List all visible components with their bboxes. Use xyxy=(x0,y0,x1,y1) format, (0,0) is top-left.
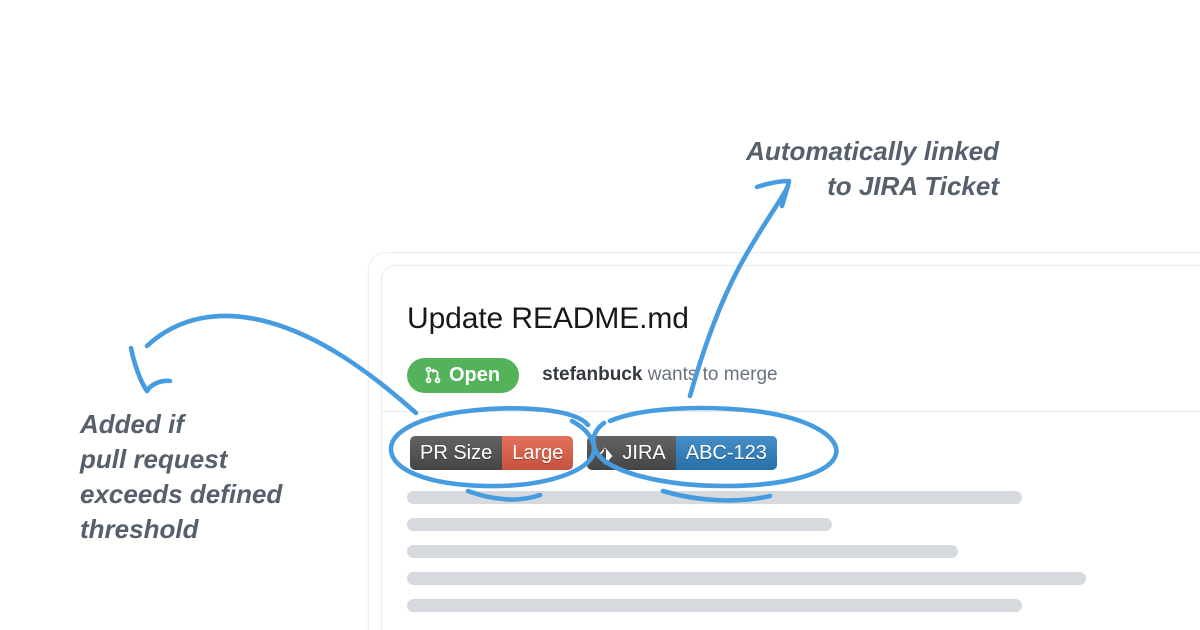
jira-badge[interactable]: JIRA ABC-123 xyxy=(587,436,777,470)
pr-body-skeleton xyxy=(407,491,1086,626)
badge-row: PR Size Large JIRA ABC-123 xyxy=(410,436,777,470)
git-pull-request-icon xyxy=(424,365,442,385)
pr-meta-action: wants to merge xyxy=(647,364,778,385)
pr-size-badge-label: PR Size xyxy=(410,436,503,470)
pr-size-badge[interactable]: PR Size Large xyxy=(410,436,574,470)
jira-badge-value: ABC-123 xyxy=(675,436,777,470)
jira-badge-label: JIRA xyxy=(622,442,666,464)
pr-author[interactable]: stefanbuck xyxy=(542,364,643,385)
skeleton-line xyxy=(407,545,958,558)
annotation-pr-size-text: Added if pull request exceeds defined th… xyxy=(80,409,283,544)
pr-meta-text: stefanbuck wants to merge xyxy=(542,364,778,386)
pr-meta-row: Open stefanbuck wants to merge xyxy=(407,354,778,396)
pr-size-badge-value: Large xyxy=(502,436,574,470)
card-divider xyxy=(382,411,1200,412)
pr-state-badge[interactable]: Open xyxy=(407,357,520,393)
skeleton-line xyxy=(407,599,1022,612)
pr-title: Update README.md xyxy=(407,302,689,335)
annotation-jira-link-text: Automatically linked to JIRA Ticket xyxy=(746,136,999,201)
skeleton-line xyxy=(407,572,1086,585)
skeleton-line xyxy=(407,491,1022,504)
ink-arrowhead-left xyxy=(128,345,173,394)
jira-diamond-icon xyxy=(595,443,615,465)
pr-state-label: Open xyxy=(449,363,501,386)
skeleton-line xyxy=(407,518,832,531)
jira-badge-label-group: JIRA xyxy=(587,436,676,470)
